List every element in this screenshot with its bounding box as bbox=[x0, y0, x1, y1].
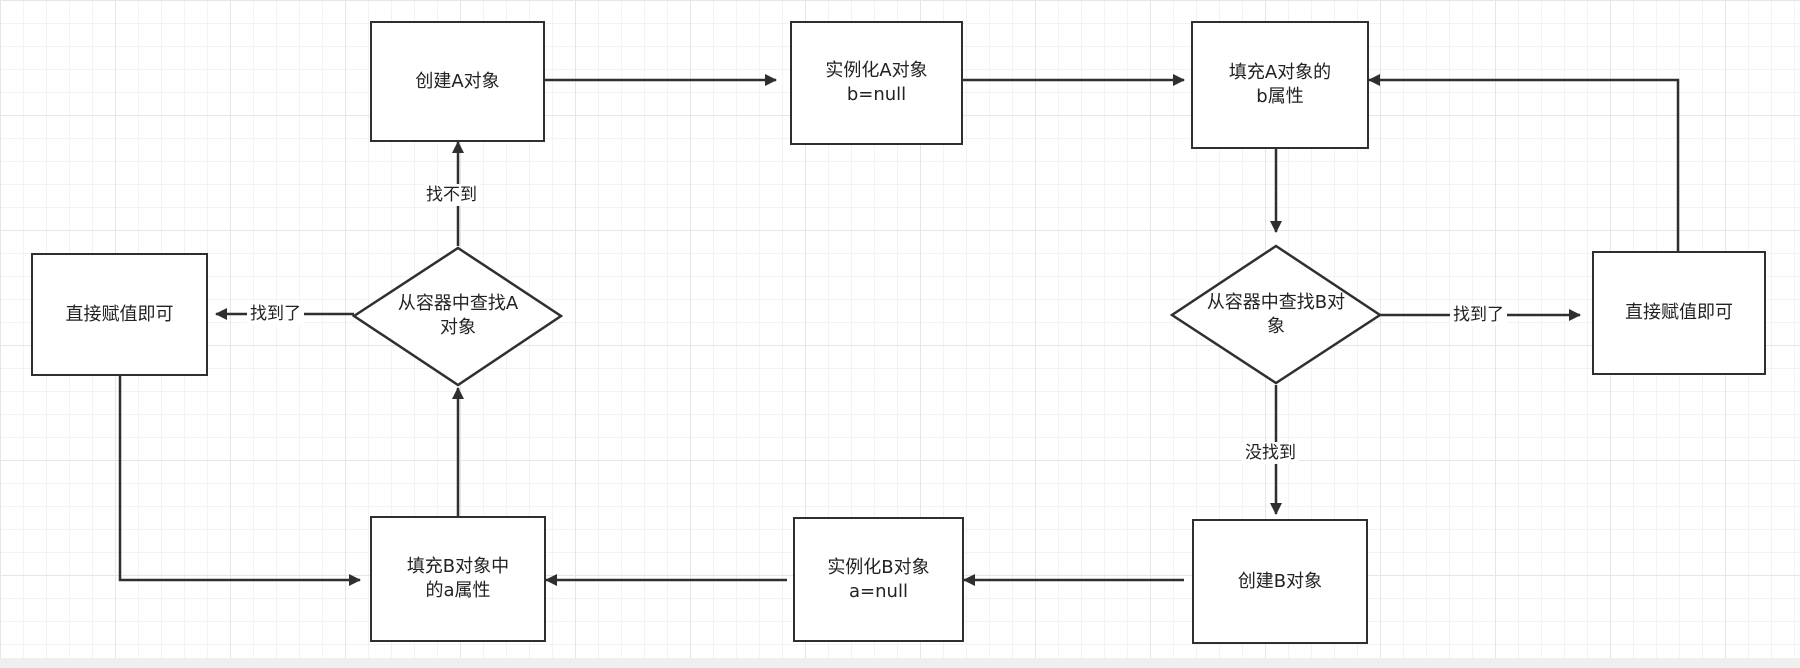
decision-find-b-shape bbox=[1169, 244, 1383, 385]
edge-label-found-b: 找到了 bbox=[1450, 304, 1507, 326]
bottom-strip bbox=[0, 658, 1800, 668]
node-instantiate-a[interactable]: 实例化A对象 b=null bbox=[790, 21, 963, 145]
decision-find-a-shape bbox=[351, 246, 564, 387]
node-fill-b[interactable]: 填充B对象中 的a属性 bbox=[370, 516, 546, 642]
node-create-a[interactable]: 创建A对象 bbox=[370, 21, 545, 142]
edge-label-not-found-a: 找不到 bbox=[423, 184, 480, 206]
node-instantiate-b[interactable]: 实例化B对象 a=null bbox=[793, 517, 964, 642]
node-create-b[interactable]: 创建B对象 bbox=[1192, 519, 1368, 644]
edge-assign-right-to-fill-a bbox=[1368, 74, 1680, 251]
node-assign-left[interactable]: 直接赋值即可 bbox=[31, 253, 208, 376]
node-fill-a[interactable]: 填充A对象的 b属性 bbox=[1191, 21, 1369, 149]
edge-label-not-found-b: 没找到 bbox=[1242, 442, 1299, 464]
edge-assign-left-to-fill-b bbox=[118, 376, 361, 586]
edge-label-found-a: 找到了 bbox=[247, 303, 304, 325]
node-assign-right[interactable]: 直接赋值即可 bbox=[1592, 251, 1766, 375]
